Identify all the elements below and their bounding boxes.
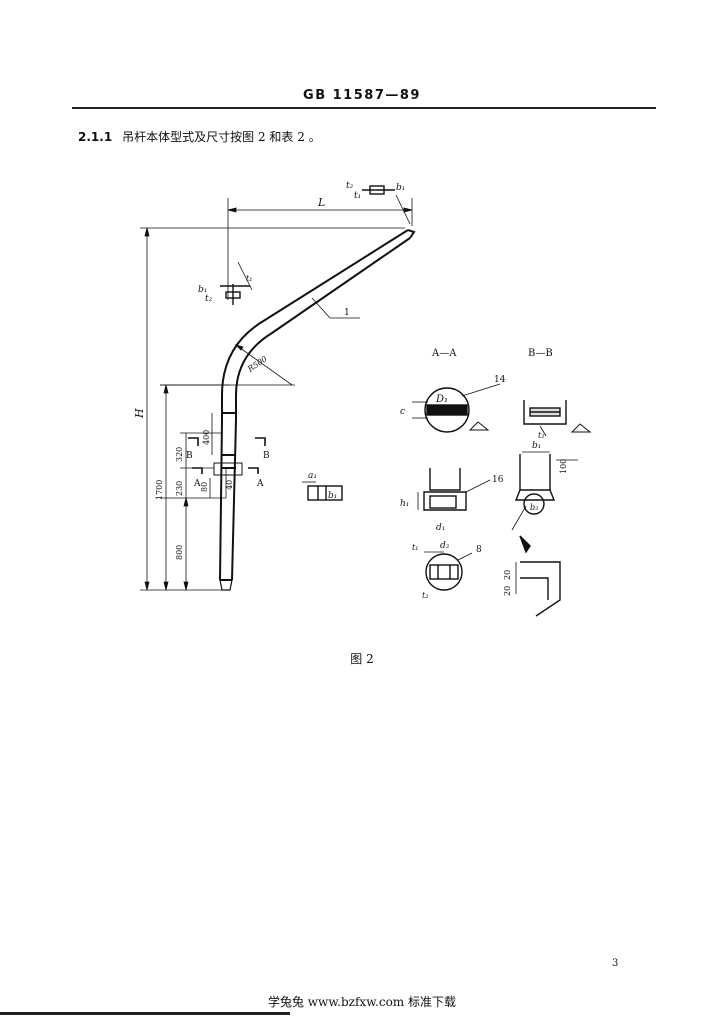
boom-outline: [219, 229, 416, 591]
pin-symbol-t1: t₁: [412, 543, 418, 552]
clause-text: 吊杆本体型式及尺寸按图 2 和表 2 。: [122, 130, 321, 144]
dim-L: [227, 198, 413, 300]
footer-rule: [0, 1012, 290, 1015]
dim-320: 320: [175, 447, 184, 462]
dim-H: [140, 227, 405, 591]
detail-socket-left: [417, 468, 491, 511]
section-cut-lines: [188, 437, 266, 474]
step-dim-20-a: 20: [503, 570, 512, 580]
socket-dim-100: 100: [559, 459, 568, 474]
aa-symbol-c: c: [400, 407, 405, 417]
detail-step: [515, 561, 561, 617]
dim-400: 400: [202, 430, 211, 445]
section-mark-a-right: A: [256, 479, 264, 489]
side-section-detail: [302, 481, 343, 501]
section-bb-title: B—B: [528, 348, 553, 359]
step-dim-20-b: 20: [503, 586, 512, 596]
part-number-1: 1: [344, 308, 350, 318]
detail-pin: [424, 551, 473, 591]
tip-symbol-t2: t₁: [354, 191, 361, 201]
header-rule: [72, 107, 656, 109]
upper-local-detail: [220, 261, 253, 305]
clause-number: 2.1.1: [78, 130, 113, 144]
section-aa-title: A—A: [431, 348, 457, 359]
section-mark-b-left: B: [186, 451, 193, 461]
clause-2-1-1: 2.1.1 吊杆本体型式及尺寸按图 2 和表 2 。: [78, 128, 321, 145]
detail-socket-right: [511, 451, 578, 554]
tip-local-detail: [362, 185, 411, 225]
pin-symbol-t2: t₂: [422, 591, 428, 600]
tip-symbol-b1-right: b₁: [396, 183, 405, 193]
section-mark-b-right: B: [263, 451, 270, 461]
upper-symbol-b1: b₁: [198, 285, 207, 295]
boom-crossbands: [213, 412, 243, 476]
radius-leader: [160, 297, 360, 386]
figure-2-drawing: L H 1700 800 320 230 400 80 40 B B A A: [133, 181, 592, 617]
section-bb-drawing: [523, 400, 592, 437]
socket-symbol-h1: h₁: [400, 499, 409, 509]
section-mark-a-left: A: [193, 479, 201, 489]
dim-small: [180, 413, 227, 498]
bb-symbol-t2: t₂: [538, 431, 544, 440]
standard-number: GB 11587—89: [303, 88, 421, 103]
socket-symbol-b2: b₂: [530, 503, 538, 512]
side-symbol-a1: a₁: [308, 471, 317, 481]
dim-L-label: L: [317, 196, 325, 209]
radius-label: R500: [245, 354, 269, 374]
page-number: 3: [612, 958, 619, 969]
figure-caption: 图 2: [350, 652, 374, 666]
dim-H-label: H: [133, 408, 146, 419]
upper-symbol-t1: t₁: [246, 274, 252, 283]
pin-symbol-d2: d₂: [440, 541, 450, 551]
footer-watermark: 学兔兔 www.bzfxw.com 标准下载: [267, 995, 457, 1009]
upper-symbol-t2: t₂: [205, 294, 213, 304]
dim-230: 230: [175, 481, 184, 496]
dim-40: 40: [225, 480, 234, 490]
section-aa-drawing: [412, 383, 501, 433]
dim-80: 80: [200, 482, 209, 492]
side-symbol-b1: b₁: [328, 491, 337, 501]
leader-8: 8: [476, 545, 482, 555]
leader-14: 14: [494, 375, 506, 385]
tip-symbol-b1: t₂: [346, 181, 354, 191]
aa-symbol-d1: D₁: [435, 394, 448, 405]
leader-16: 16: [492, 475, 504, 485]
socket-symbol-b1: b₁: [532, 441, 541, 451]
dim-800: 800: [175, 545, 184, 560]
socket-symbol-d1: d₁: [436, 523, 445, 533]
dim-1700: 1700: [155, 480, 164, 500]
